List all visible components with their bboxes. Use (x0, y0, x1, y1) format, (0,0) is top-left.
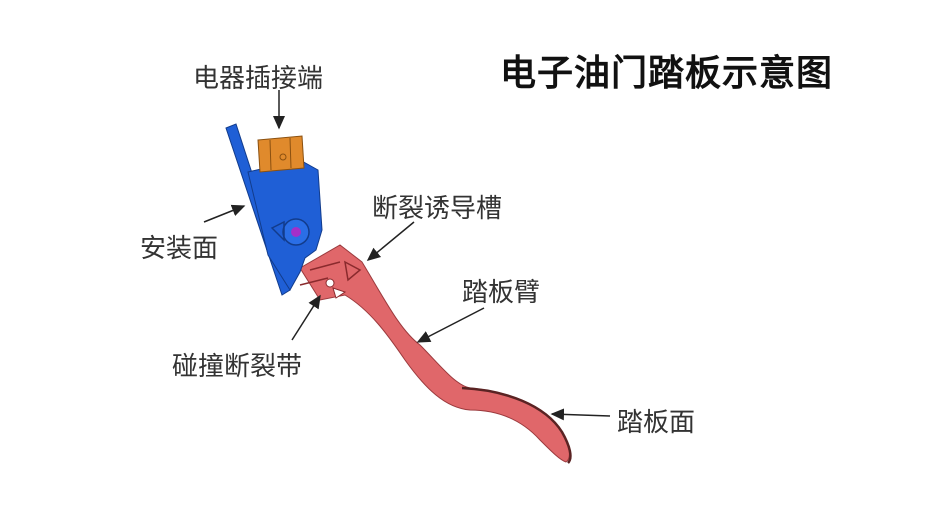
label-pedal-face: 踏板面 (617, 408, 696, 438)
arrow-groove (366, 221, 415, 261)
arrow-collision (291, 294, 321, 341)
label-pedal-arm: 踏板臂 (462, 278, 541, 308)
arrow-face (550, 408, 611, 421)
arrow-mount (203, 204, 246, 223)
label-mount-surface: 安装面 (140, 234, 219, 264)
sensor-housing-shape (225, 123, 323, 296)
arrow-arm (416, 307, 485, 343)
label-fracture-groove: 断裂诱导槽 (372, 194, 503, 224)
pedal-arm-shape (299, 244, 572, 464)
diagram-title: 电子油门踏板示意图 (500, 53, 834, 94)
label-connector: 电器插接端 (193, 64, 324, 94)
label-collision-band: 碰撞断裂带 (172, 352, 303, 382)
electrical-connector-shape (257, 135, 305, 173)
